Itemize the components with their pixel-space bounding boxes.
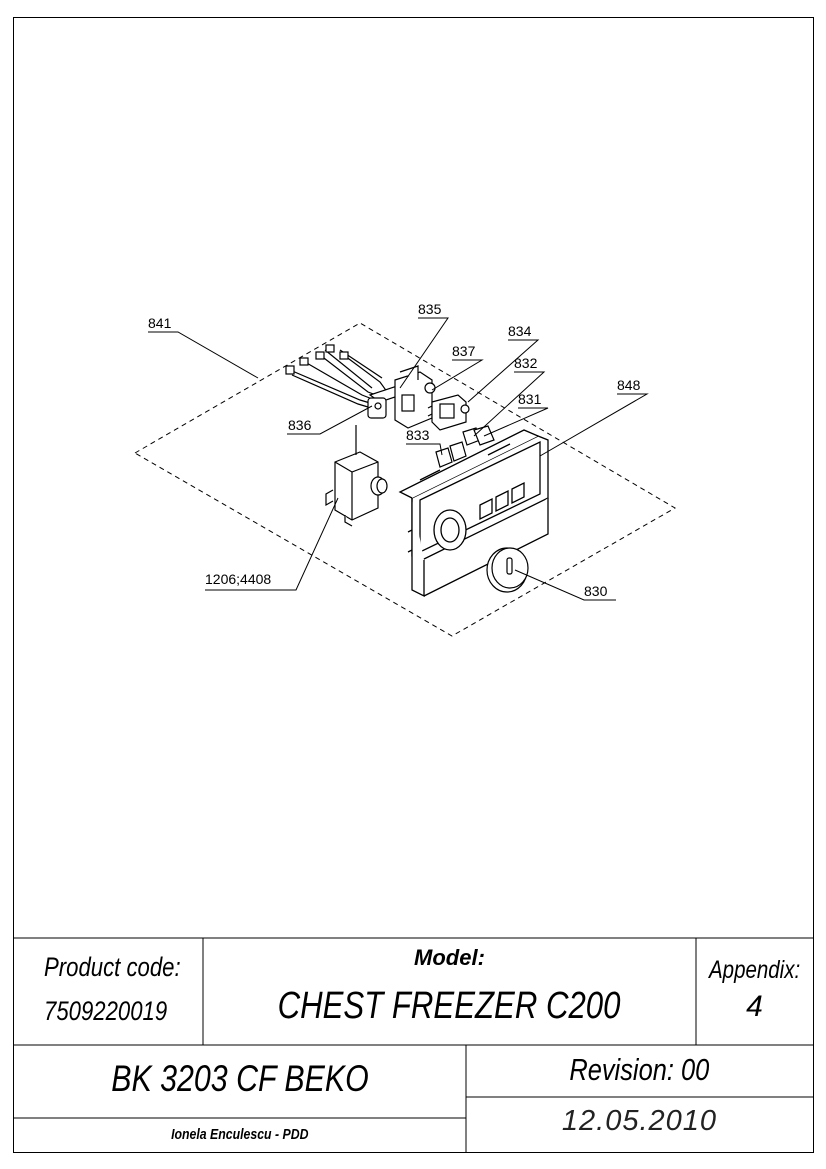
- model-name: CHEST FREEZER C200: [278, 985, 621, 1027]
- author: Ionela Enculescu - PDD: [170, 1126, 309, 1143]
- model-label: Model:: [414, 945, 485, 970]
- drawing-frame: [13, 17, 814, 1153]
- callout-848: 848: [617, 377, 641, 393]
- callout-830: 830: [584, 583, 608, 599]
- revision: Revision: 00: [569, 1052, 710, 1087]
- buttons: [435, 425, 495, 468]
- callout-834: 834: [508, 323, 532, 339]
- callout-837: 837: [452, 343, 476, 359]
- thermostat: [325, 425, 388, 527]
- callout-835: 835: [418, 301, 442, 317]
- assembly-outline: [134, 322, 676, 637]
- callout-841: 841: [148, 315, 172, 331]
- title-block-grid: [13, 937, 813, 1152]
- appendix-label: Appendix:: [708, 956, 801, 984]
- appendix-value: 4: [746, 990, 763, 1023]
- wiring-harness: [285, 344, 391, 411]
- door-switch: [427, 394, 470, 431]
- control-panel: [398, 429, 549, 598]
- thermostat-knob: [486, 547, 529, 593]
- callout-836: 836: [288, 417, 312, 433]
- product-code-label: Product code:: [44, 952, 181, 982]
- callout-832: 832: [514, 355, 538, 371]
- callout-labels: 841 835 834 837 832 831 848 836 833 1206…: [148, 301, 641, 599]
- product-code-value: 7509220019: [44, 996, 168, 1026]
- brand-model: BK 3203 CF BEKO: [110, 1058, 369, 1099]
- callout-1206-4408: 1206;4408: [205, 571, 271, 587]
- leader-lines: [148, 317, 649, 601]
- drawing-date: 12.05.2010: [561, 1105, 718, 1137]
- callout-831: 831: [518, 391, 542, 407]
- callout-833: 833: [406, 427, 430, 443]
